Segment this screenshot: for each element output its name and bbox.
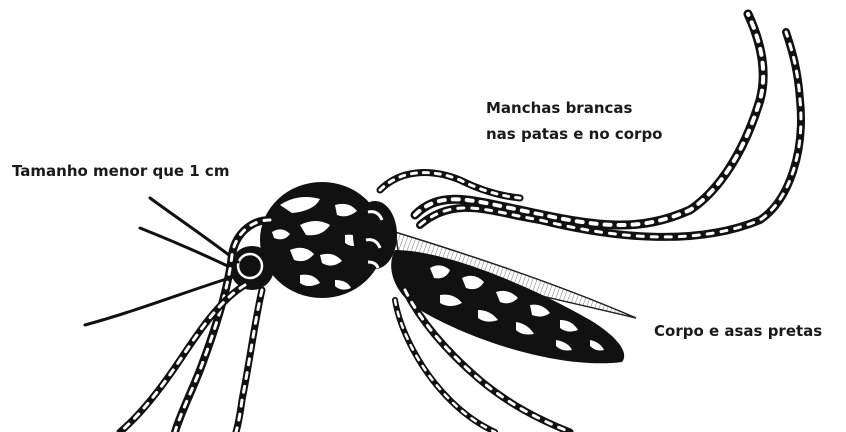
white-spots-label: Manchas brancas nas patas e no corpo: [486, 95, 663, 147]
size-label: Tamanho menor que 1 cm: [12, 158, 229, 184]
body-wings-label: Corpo e asas pretas: [654, 318, 822, 344]
white-spots-label-line2: nas patas e no corpo: [486, 121, 663, 147]
antennae: [85, 198, 238, 325]
white-spots-label-line1: Manchas brancas: [486, 95, 663, 121]
head: [230, 246, 274, 290]
